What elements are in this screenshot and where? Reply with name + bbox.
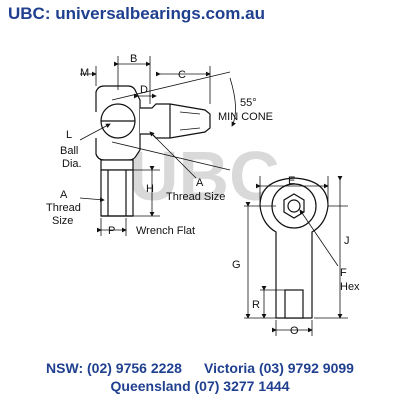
label-hex: Hex [340,281,360,293]
label-l: L [66,129,72,141]
label-e: E [288,175,295,187]
label-m: M [80,67,89,79]
front-view [259,177,329,319]
label-wrench: Wrench Flat [136,225,195,237]
phone-nsw: NSW: (02) 9756 2228 [46,360,182,376]
ubc-watermark: UBC [128,137,280,215]
label-a-left: A [60,189,68,201]
label-g: G [232,259,241,271]
label-f: F [340,267,347,279]
label-size-left: Size [52,215,73,227]
label-h: H [146,183,154,195]
footer-phone-line-2: Queensland (07) 3277 1444 [0,378,400,394]
side-view [95,71,236,217]
label-j: J [344,235,350,247]
label-b: B [130,53,137,65]
phone-queensland: Queensland (07) 3277 1444 [110,378,290,394]
label-thread-left: Thread [46,202,81,214]
label-ball: Ball [60,145,78,157]
phone-victoria: Victoria (03) 9792 9099 [203,360,354,376]
site-header: UBC: universalbearings.com.au [8,4,265,23]
label-angle: 55° [240,97,257,109]
label-d: D [140,84,148,96]
label-a-mid: A [196,177,204,189]
label-p: P [108,225,115,237]
label-o: O [290,325,299,337]
footer-phone-line-1: NSW: (02) 9756 2228 Victoria (03) 9792 90… [0,360,400,376]
label-dia: Dia. [62,158,82,170]
label-min-cone: MIN CONE [218,111,273,123]
label-thread-mid: Thread Size [166,191,225,203]
label-c: C [178,69,186,81]
front-dimensions [244,176,348,336]
label-r: R [252,299,260,311]
side-dimensions [79,56,211,236]
